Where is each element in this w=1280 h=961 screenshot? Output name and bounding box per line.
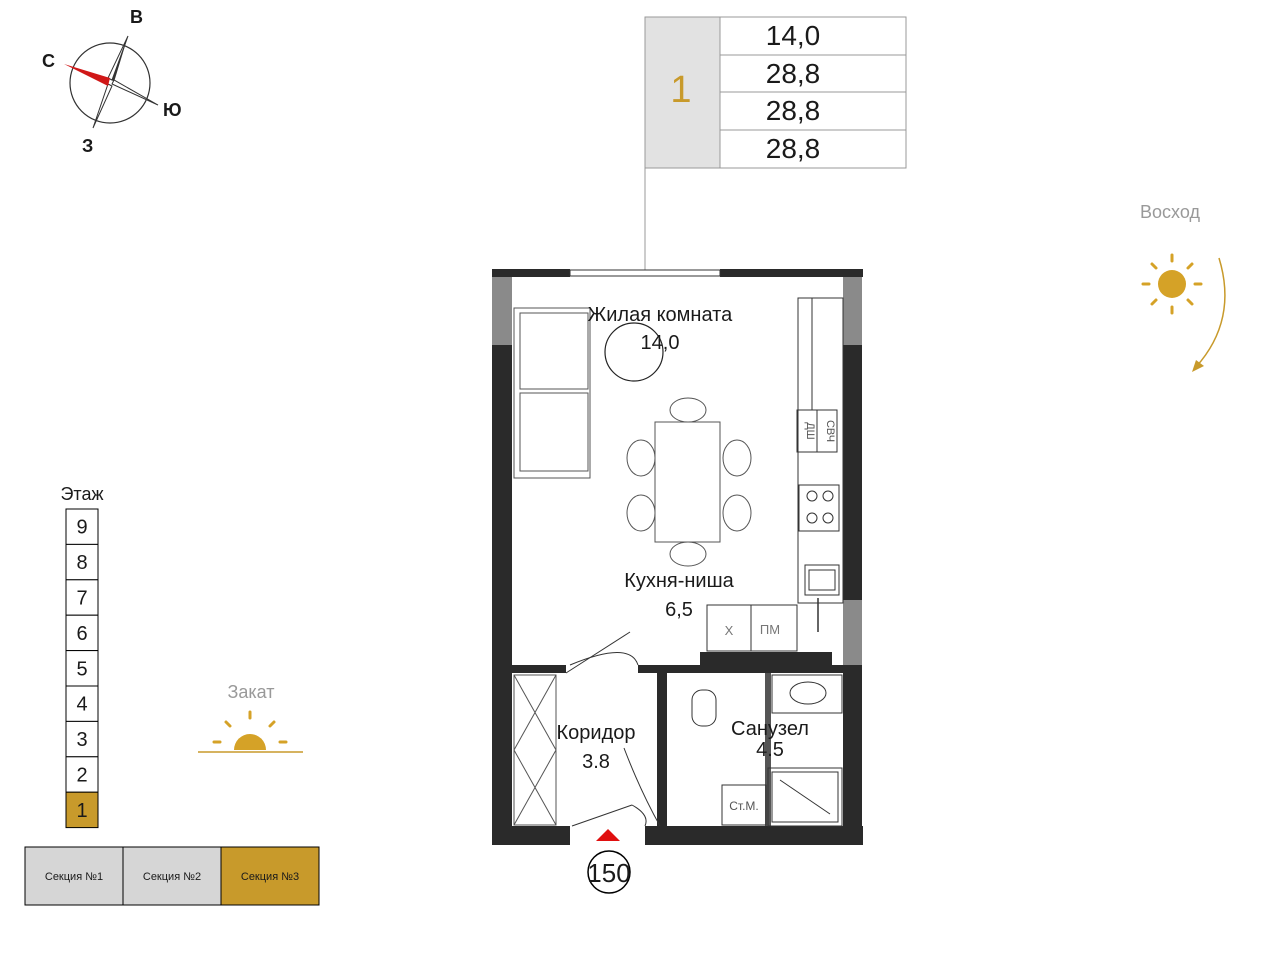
floor-button-5[interactable] bbox=[65, 650, 99, 687]
toilet bbox=[691, 689, 717, 727]
sunset-icon bbox=[234, 734, 266, 750]
floor-label-7: 7 bbox=[76, 588, 87, 610]
floor-selector: Этаж 9 8 7 6 5 4 3 2 1 bbox=[60, 484, 104, 829]
microwave-label: СВЧ bbox=[824, 420, 836, 442]
bathroom-name: Санузел bbox=[731, 718, 809, 740]
floor-label-1: 1 bbox=[76, 800, 87, 822]
bathroom-area: 4.5 bbox=[756, 739, 784, 761]
kitchen-name: Кухня-ниша bbox=[624, 570, 734, 592]
living-room-name: Жилая комната bbox=[588, 304, 733, 326]
rooms-count: 1 bbox=[670, 69, 691, 111]
washer-label: ПМ bbox=[760, 622, 780, 637]
dishwasher-label: ДШ bbox=[804, 422, 816, 440]
sofa bbox=[513, 307, 591, 479]
fridge-label: Х bbox=[725, 623, 734, 638]
corridor-name: Коридор bbox=[557, 722, 636, 744]
floor-plan: ДШ СВЧ Х ПМ bbox=[492, 269, 863, 894]
floor-button-7[interactable] bbox=[65, 579, 99, 616]
compass-south-label: Ю bbox=[163, 100, 182, 120]
floor-button-1[interactable] bbox=[65, 791, 99, 829]
compass-north-label: С bbox=[42, 51, 55, 71]
compass-west-label: З bbox=[82, 136, 93, 156]
section-button-3[interactable] bbox=[220, 846, 320, 906]
shower bbox=[767, 767, 843, 827]
wardrobe bbox=[513, 674, 557, 826]
apartment-number: 150 bbox=[587, 858, 630, 888]
living-room-area: 14,0 bbox=[641, 332, 680, 354]
kitchen-sink bbox=[804, 564, 840, 596]
area-total-2: 28,8 bbox=[766, 95, 821, 126]
floor-label-6: 6 bbox=[76, 623, 87, 645]
entrance-arrow-icon bbox=[596, 829, 620, 841]
compass-east-label: В bbox=[130, 7, 143, 27]
section-label-3: Секция №3 bbox=[241, 871, 299, 883]
floor-button-6[interactable] bbox=[65, 614, 99, 652]
floor-label-2: 2 bbox=[76, 765, 87, 787]
sunrise-indicator: Восход bbox=[1140, 202, 1226, 372]
area-living: 14,0 bbox=[766, 20, 821, 51]
round-table bbox=[604, 322, 664, 382]
sunrise-arrow-icon bbox=[1192, 360, 1204, 372]
bathroom-sink bbox=[771, 674, 843, 714]
compass-north-needle bbox=[64, 64, 110, 86]
floor-button-3[interactable] bbox=[65, 720, 99, 758]
section-selector: Секция №1 Секция №2 Секция №3 bbox=[24, 846, 320, 906]
sunset-indicator: Закат bbox=[198, 682, 303, 753]
sun-icon bbox=[1158, 270, 1186, 298]
sunset-label: Закат bbox=[227, 682, 274, 702]
floor-title: Этаж bbox=[60, 484, 103, 504]
washing-machine-label: Ст.М. bbox=[729, 799, 759, 813]
area-table: 1 14,0 28,8 28,8 28,8 bbox=[644, 16, 907, 270]
compass: В С Ю З bbox=[42, 7, 182, 156]
sunrise-label: Восход bbox=[1140, 202, 1200, 222]
floor-label-9: 9 bbox=[76, 517, 87, 539]
section-label-2: Секция №2 bbox=[143, 871, 201, 883]
floor-label-5: 5 bbox=[76, 658, 87, 680]
section-button-2[interactable] bbox=[122, 846, 222, 906]
section-button-1[interactable] bbox=[24, 846, 124, 906]
area-total: 28,8 bbox=[766, 58, 821, 89]
floor-button-8[interactable] bbox=[65, 543, 99, 581]
corridor-area: 3.8 bbox=[582, 751, 610, 773]
area-total-3: 28,8 bbox=[766, 133, 821, 164]
kitchen-area: 6,5 bbox=[665, 599, 693, 621]
floor-label-8: 8 bbox=[76, 552, 87, 574]
apartment-number-badge bbox=[587, 850, 631, 894]
floor-label-3: 3 bbox=[76, 729, 87, 751]
dining-table bbox=[654, 421, 721, 543]
floor-button-2[interactable] bbox=[65, 756, 99, 793]
section-label-1: Секция №1 bbox=[45, 871, 103, 883]
floor-label-4: 4 bbox=[76, 694, 87, 716]
